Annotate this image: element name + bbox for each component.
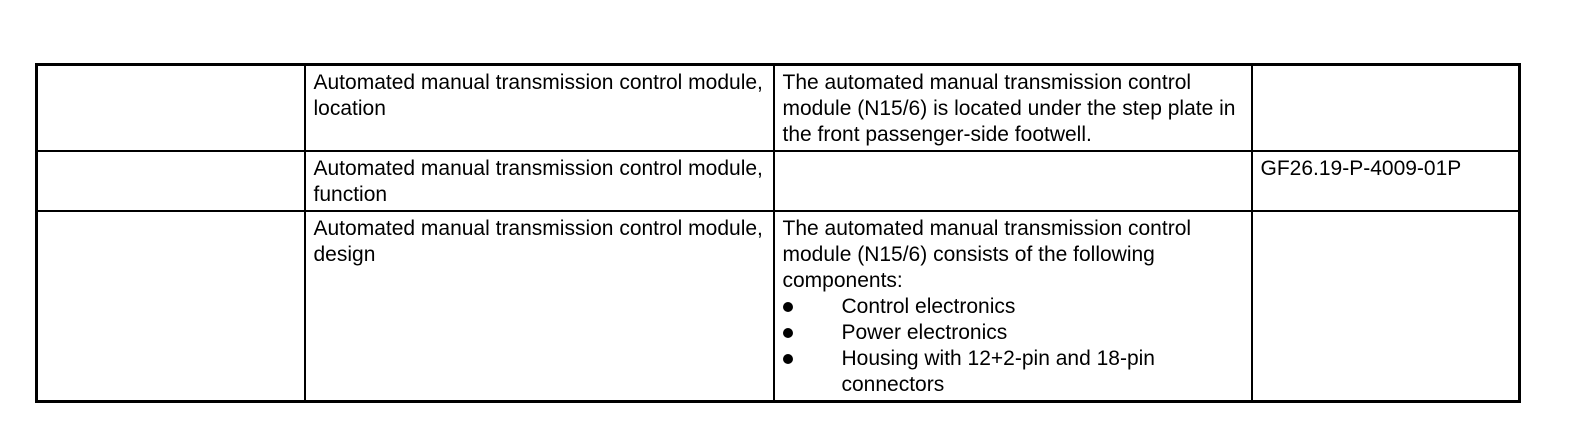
bullet-item-label: Control electronics xyxy=(841,295,1016,318)
category-cell xyxy=(35,150,306,212)
description-cell: The automated manual transmission contro… xyxy=(772,210,1253,403)
bullet-item-label: Housing with 12+2-pin and 18-pin connect… xyxy=(841,347,1155,396)
topic-cell: Automated manual transmission control mo… xyxy=(303,63,775,152)
bullet-icon xyxy=(782,302,793,312)
bullet-item: Power electronics xyxy=(782,320,1243,346)
reference-cell xyxy=(1250,63,1521,152)
reference-cell xyxy=(1250,210,1521,403)
service-info-table: Automated manual transmission control mo… xyxy=(35,63,1521,403)
description-cell xyxy=(772,150,1253,212)
topic-cell: Automated manual transmission control mo… xyxy=(303,210,775,403)
bullet-icon xyxy=(782,354,793,364)
table-row-function: Automated manual transmission control mo… xyxy=(35,150,1521,212)
description-cell: The automated manual transmission contro… xyxy=(772,63,1253,152)
bullet-item: Control electronics xyxy=(782,294,1243,320)
bullet-item: Housing with 12+2-pin and 18-pin connect… xyxy=(782,346,1243,398)
bullet-icon xyxy=(782,328,793,338)
bullet-item-label: Power electronics xyxy=(841,321,1008,344)
category-cell xyxy=(35,63,306,152)
table-row-design: Automated manual transmission control mo… xyxy=(35,210,1521,403)
table-row-location: Automated manual transmission control mo… xyxy=(35,63,1521,152)
description-intro: The automated manual transmission contro… xyxy=(782,217,1192,292)
reference-cell: GF26.19-P-4009-01P xyxy=(1250,150,1521,212)
topic-cell: Automated manual transmission control mo… xyxy=(303,150,775,212)
category-cell xyxy=(35,210,306,403)
